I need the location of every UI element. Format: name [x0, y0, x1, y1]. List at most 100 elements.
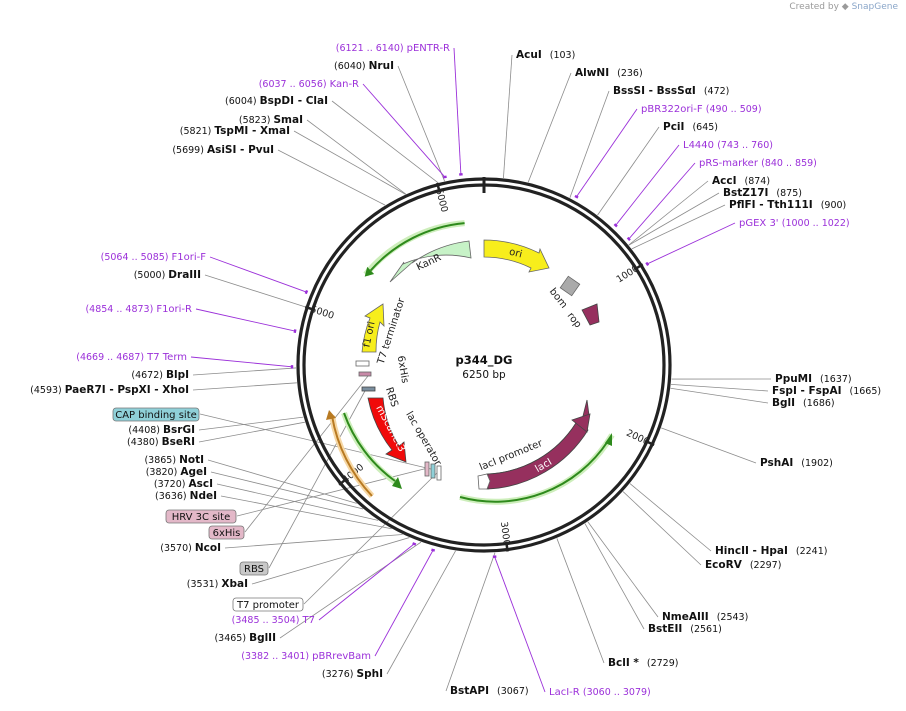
primer-mark	[431, 548, 436, 552]
plasmid-name: p344_DG	[456, 353, 513, 368]
enzyme-name: AlwNI	[575, 67, 609, 79]
primer-leader-line	[374, 549, 434, 657]
primer-label: pGEX 3' (1000 .. 1022)	[739, 218, 850, 229]
enzyme-leader-line	[277, 149, 386, 206]
orf-arrowhead	[326, 410, 336, 420]
enzyme-name: EcoRV	[705, 559, 743, 571]
primer-leader-line	[615, 144, 680, 226]
feature-label-box	[232, 597, 304, 612]
enzyme-name: BclI *	[608, 657, 639, 669]
enzyme-label: (3820) AgeI	[146, 466, 207, 478]
enzyme-label: (6040) NruI	[334, 60, 394, 72]
annotation-labels: AcuI(103)AlwNI(236)BssSI - BssSαI(472)Pc…	[30, 43, 881, 698]
enzyme-position: (3820)	[146, 467, 181, 478]
primer-label: (3485 .. 3504) T7	[232, 615, 315, 626]
credit-prefix: Created by	[789, 2, 839, 12]
enzyme-label: BstEII (2561)	[648, 623, 722, 635]
enzyme-name: NcoI	[195, 542, 221, 554]
primer-position: (840 .. 859)	[761, 158, 817, 169]
primer-label: pBR322ori-F (490 .. 509)	[641, 104, 762, 115]
enzyme-label: (4672) BlpI	[131, 369, 189, 381]
enzyme-leader-line	[192, 367, 297, 376]
enzyme-name: BstAPI	[450, 685, 489, 697]
enzyme-leader-line	[386, 550, 456, 675]
feature-label-box	[112, 407, 200, 422]
enzyme-label: (3570) NcoI	[160, 542, 221, 554]
ruler-tick-label: 6000	[433, 187, 450, 213]
primer-position: (3382 .. 3401)	[241, 651, 312, 662]
enzyme-name: BstEII	[648, 623, 682, 635]
feature-box-leader	[236, 467, 429, 517]
primer-mark	[613, 223, 618, 228]
bom-box	[559, 275, 581, 297]
enzyme-name: AsiSI - PvuI	[207, 144, 274, 156]
enzyme-label: BstAPI(3067)	[450, 685, 529, 697]
enzyme-leader-line	[597, 126, 660, 216]
feature-f1-ori: f1 ori	[361, 303, 385, 353]
enzyme-position: (4380)	[127, 437, 162, 448]
enzyme-position: (4672)	[131, 370, 166, 381]
primer-position: (5064 .. 5085)	[101, 252, 172, 263]
enzyme-label: PciI(645)	[663, 121, 718, 133]
credit-brand: SnapGene	[851, 2, 898, 12]
enzyme-leader-line	[251, 537, 410, 585]
enzyme-leader-line	[210, 471, 364, 510]
rbs-marker	[361, 386, 376, 392]
feature-label-box	[239, 561, 269, 576]
feature-label-text: CAP binding site	[115, 410, 197, 421]
enzyme-name: NruI	[369, 60, 394, 72]
enzyme-label: (4408) BsrGI	[128, 424, 195, 436]
enzyme-label: PpuMI(1637)	[775, 373, 852, 385]
primer-label: (4854 .. 4873) F1ori-R	[85, 304, 192, 315]
primer-position: (4669 .. 4687)	[76, 352, 147, 363]
feature-label-text: HRV 3C site	[172, 512, 231, 523]
enzyme-leader-line	[397, 65, 445, 182]
primer-leader-line	[628, 162, 696, 240]
enzyme-leader-line	[198, 416, 304, 431]
enzyme-leader-line	[306, 119, 406, 195]
enzyme-label: (4593) PaeR7I - PspXI - XhoI	[30, 384, 189, 396]
enzyme-position: (1902)	[801, 458, 833, 469]
enzyme-label: NmeAIII(2543)	[662, 611, 748, 623]
enzyme-position: (2241)	[796, 546, 828, 557]
enzyme-name: FspI - FspAI	[772, 385, 842, 397]
primer-leader-line	[647, 222, 736, 265]
laci-body	[487, 422, 589, 490]
primer-name: pGEX 3'	[739, 218, 782, 229]
enzyme-name: AccI	[712, 175, 736, 187]
enzyme-leader-line	[629, 483, 712, 552]
enzyme-position: (5823)	[239, 115, 274, 126]
orf-arrow-kanr	[369, 222, 465, 272]
primer-marks	[290, 173, 650, 558]
enzyme-leader-line	[527, 72, 572, 183]
enzyme-name: TspMI - XmaI	[214, 125, 290, 137]
primer-leader-line	[362, 83, 446, 178]
enzyme-label: (5823) SmaI	[239, 114, 303, 126]
enzyme-name: BstZ17I	[723, 187, 768, 199]
his-marker	[358, 371, 372, 377]
ruler-tick	[304, 305, 316, 312]
enzyme-label: (3720) AscI	[154, 478, 213, 490]
feature-box-leader	[199, 413, 436, 471]
primer-position: (6037 .. 6056)	[259, 79, 330, 90]
feature-label-text: T7 promoter	[236, 600, 300, 611]
enzyme-position: (3720)	[154, 479, 189, 490]
snapgene-logo-icon: ◆	[841, 2, 849, 12]
primer-mark	[304, 290, 309, 295]
enzyme-position: (1637)	[820, 374, 852, 385]
enzyme-leader-line	[622, 491, 702, 566]
enzyme-name: BglI	[772, 397, 795, 409]
enzyme-leader-line	[331, 100, 439, 184]
feature-label-box	[165, 509, 237, 524]
inner-6xhis-label: 6xHis	[395, 355, 411, 384]
lac-operator-label: lac operator	[403, 410, 443, 469]
enzyme-leader-line	[587, 521, 659, 618]
primer-leader-line	[195, 308, 296, 332]
orf-arrowhead	[364, 266, 375, 277]
primer-position: (743 .. 760)	[717, 140, 773, 151]
primer-leader-line	[576, 108, 638, 198]
enzyme-position: (2561)	[690, 624, 722, 635]
primer-position: (3060 .. 3079)	[583, 687, 651, 698]
f1ori-label: f1 ori	[361, 321, 377, 349]
enzyme-label: BssSI - BssSαI(472)	[613, 85, 729, 97]
